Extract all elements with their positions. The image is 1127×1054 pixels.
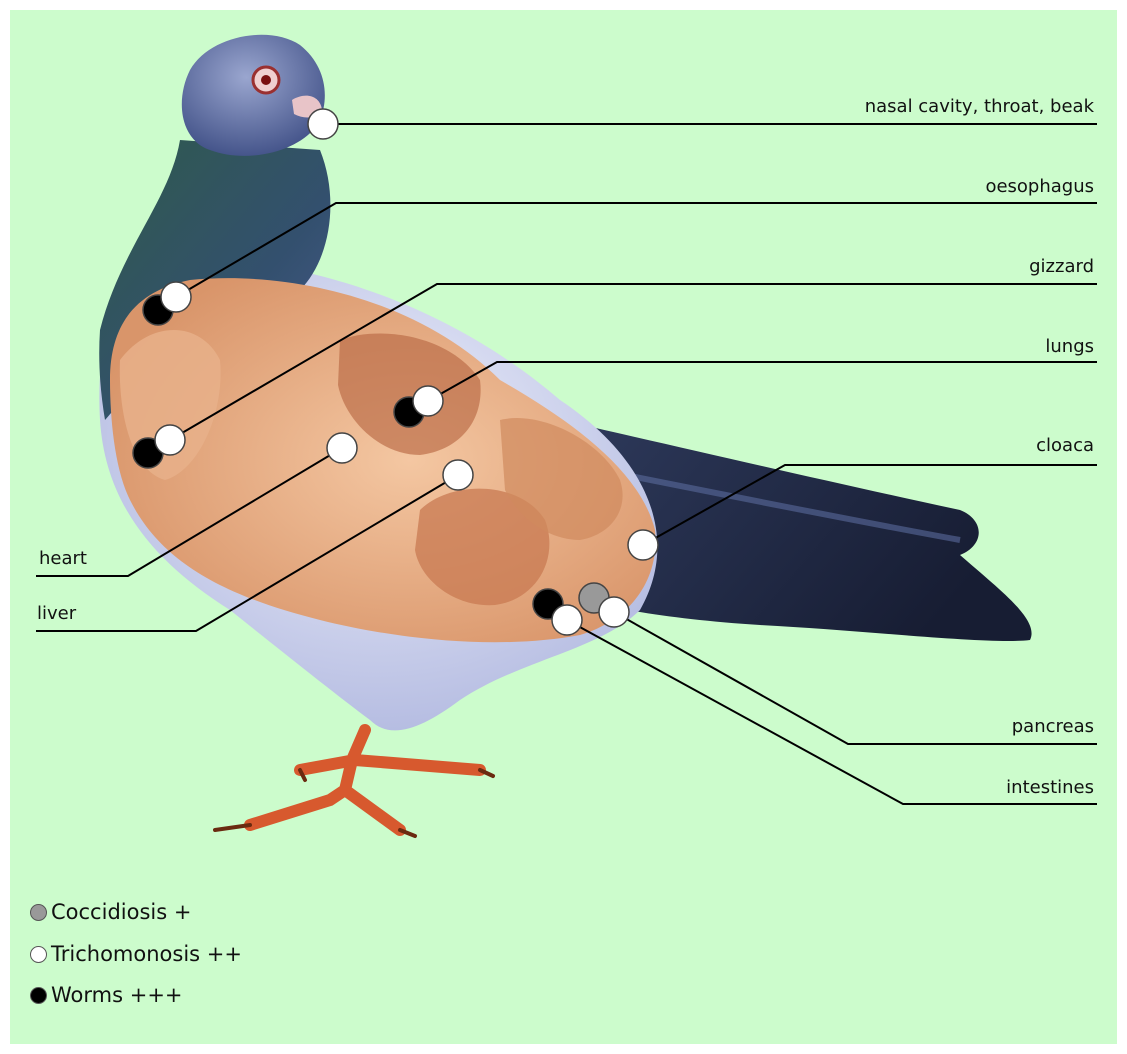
legend-label: Trichomonosis ++ [51,942,242,966]
label-heart: heart [39,548,87,569]
label-oesophagus: oesophagus [985,176,1094,197]
pigeon-head [182,35,325,156]
label-nasal: nasal cavity, throat, beak [865,96,1095,117]
trichomonosis-marker-liver [443,460,473,490]
label-lungs: lungs [1045,336,1094,357]
trichomonosis-marker-intestines [552,605,582,635]
label-pancreas: pancreas [1012,716,1094,737]
legend-label: Worms +++ [51,983,183,1007]
trichomonosis-marker-pancreas [599,597,629,627]
trichomonosis-marker-oesophagus [161,282,191,312]
label-gizzard: gizzard [1029,256,1094,277]
trichomonosis-dot-icon [30,946,47,963]
worms-dot-icon [30,987,47,1004]
pigeon-leg [250,730,480,830]
trichomonosis-marker-gizzard [155,425,185,455]
legend-item-trichomonosis: Trichomonosis ++ [30,939,242,969]
legend-item-coccidiosis: Coccidiosis + [30,897,191,927]
trichomonosis-marker-nasal [308,109,338,139]
coccidiosis-dot-icon [30,904,47,921]
pigeon-illustration [99,35,1031,836]
legend-item-worms: Worms +++ [30,980,183,1010]
trichomonosis-marker-heart [327,433,357,463]
label-liver: liver [37,603,77,624]
label-intestines: intestines [1006,777,1094,798]
label-cloaca: cloaca [1036,435,1094,456]
pigeon-pupil [261,75,271,85]
trichomonosis-marker-cloaca [628,530,658,560]
trichomonosis-marker-lungs [413,386,443,416]
legend-label: Coccidiosis + [51,900,191,924]
